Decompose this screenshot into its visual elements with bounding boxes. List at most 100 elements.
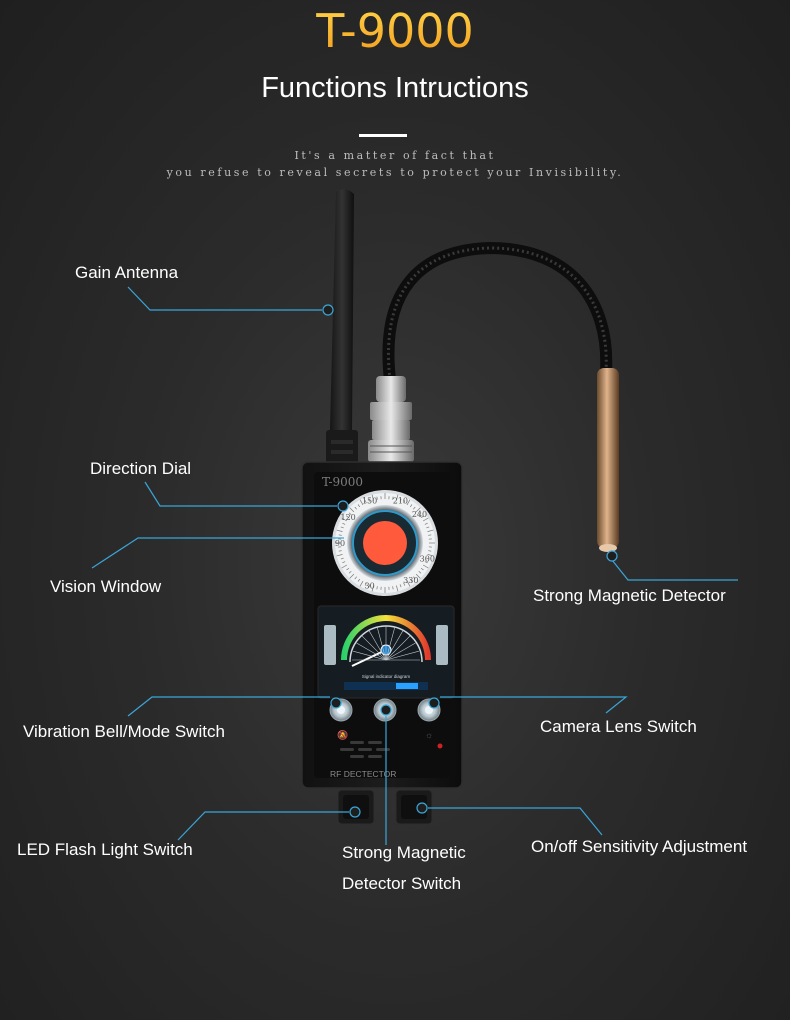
- screen-spoke: [385, 642, 416, 661]
- vision-window-lens: [363, 521, 407, 565]
- section-heading: Functions Intructions: [261, 72, 529, 104]
- dial-tick: [357, 578, 361, 582]
- dial-tick: [406, 499, 411, 506]
- dial-tick: [422, 564, 429, 569]
- label-camera-lens: Camera Lens Switch: [540, 717, 697, 736]
- dial-tick: [409, 578, 413, 582]
- dial-ticks: [335, 493, 435, 593]
- dial-tick: [336, 529, 343, 532]
- gain-antenna: [326, 189, 358, 468]
- dial-tick: [415, 507, 421, 513]
- dial-tick: [346, 567, 350, 571]
- dial-number: 30: [365, 581, 375, 590]
- magnetic-probe: [382, 241, 619, 552]
- dial-tick: [426, 557, 430, 560]
- dial-tick: [396, 585, 399, 592]
- dial-tick: [357, 504, 361, 508]
- screen-spoke: [376, 627, 387, 661]
- screen-spokes: [352, 626, 420, 661]
- dial-number: 120: [340, 513, 355, 522]
- dial-tick: [428, 534, 432, 536]
- dial-number: 240: [412, 510, 427, 519]
- dial-tick: [428, 550, 432, 552]
- screen-spoke: [353, 650, 387, 661]
- dial-tick: [354, 506, 357, 510]
- dial-number-labels: 150 210 240 120 90 300 330 30: [335, 497, 435, 591]
- dial-tick: [422, 517, 429, 522]
- screen-spoke: [385, 627, 396, 661]
- dial-tick: [364, 500, 367, 504]
- screen-spoke: [385, 630, 404, 661]
- label-sensitivity: On/off Sensitivity Adjustment: [531, 837, 748, 856]
- dial-tick: [418, 571, 422, 574]
- screen-spoke: [385, 650, 419, 661]
- screen-spoke: [361, 635, 387, 661]
- dial-tick: [371, 585, 374, 592]
- dial-tick: [338, 534, 342, 536]
- dial-tick: [341, 564, 348, 569]
- dial-number: 150: [362, 497, 377, 506]
- dial-tick: [418, 512, 422, 515]
- dial-tick: [348, 512, 352, 515]
- callout-lines: [91, 286, 738, 845]
- label-magnetic-switch-line-1: Strong Magnetic: [342, 843, 466, 862]
- sun-icon: ☼: [425, 730, 433, 740]
- tagline-line-2: you refuse to reveal secrets to protect …: [166, 166, 624, 179]
- dial-tick: [396, 494, 399, 501]
- dial-tick: [413, 506, 416, 510]
- tagline-line-1: It's a matter of fact that: [294, 149, 496, 162]
- dial-tick: [399, 498, 402, 502]
- dial-number: 330: [403, 576, 418, 585]
- dial-number: 90: [335, 539, 345, 548]
- dial-tick: [364, 582, 367, 586]
- screen-caption: Signal indicator diagram: [362, 674, 411, 679]
- label-strong-magnetic-detector: Strong Magnetic Detector: [533, 586, 726, 605]
- dial-tick: [342, 561, 346, 564]
- dial-tick: [371, 494, 374, 501]
- dial-number: 210: [393, 497, 408, 506]
- dial-tick: [368, 498, 371, 502]
- dial-tick: [420, 567, 424, 571]
- dial-tick: [424, 522, 428, 525]
- label-gain-antenna: Gain Antenna: [75, 263, 179, 282]
- label-led-flash: LED Flash Light Switch: [17, 840, 193, 859]
- label-direction-dial: Direction Dial: [90, 459, 192, 478]
- status-led: [437, 743, 443, 749]
- dial-tick: [338, 550, 342, 552]
- label-magnetic-switch-line-2: Detector Switch: [342, 874, 462, 893]
- dial-number: 300: [420, 554, 435, 563]
- dial-tick: [359, 499, 364, 506]
- device-brand: T-9000: [322, 475, 363, 489]
- dial-tick: [341, 517, 348, 522]
- dial-tick: [427, 554, 434, 557]
- dial-tick: [399, 584, 402, 588]
- probe-connector: [368, 376, 414, 462]
- dial-tick: [340, 557, 344, 560]
- screen-spoke: [368, 630, 387, 661]
- dial-tick: [392, 496, 394, 500]
- dial-tick: [415, 573, 421, 579]
- screen-spoke: [385, 635, 411, 661]
- divider: [359, 134, 407, 137]
- dial-tick: [359, 580, 364, 587]
- dial-tick: [354, 576, 357, 580]
- label-vibration-bell: Vibration Bell/Mode Switch: [23, 722, 225, 741]
- dial-tick: [427, 529, 434, 532]
- dial-tick: [406, 580, 411, 587]
- dial-tick: [376, 496, 378, 500]
- dial-tick: [403, 582, 406, 586]
- dial-tick: [426, 526, 430, 529]
- dial-tick: [403, 500, 406, 504]
- dial-tick: [342, 522, 346, 525]
- dial-tick: [376, 586, 378, 590]
- dial-tick: [349, 507, 355, 513]
- dial-tick: [424, 561, 428, 564]
- screen-spoke: [356, 642, 387, 661]
- device-footer-label: RF DECTECTOR: [330, 769, 396, 779]
- dial-tick: [409, 504, 413, 508]
- dial-tick: [348, 571, 352, 574]
- dial-tick: [336, 554, 343, 557]
- dial-tick: [368, 584, 371, 588]
- dial-tick: [420, 515, 424, 519]
